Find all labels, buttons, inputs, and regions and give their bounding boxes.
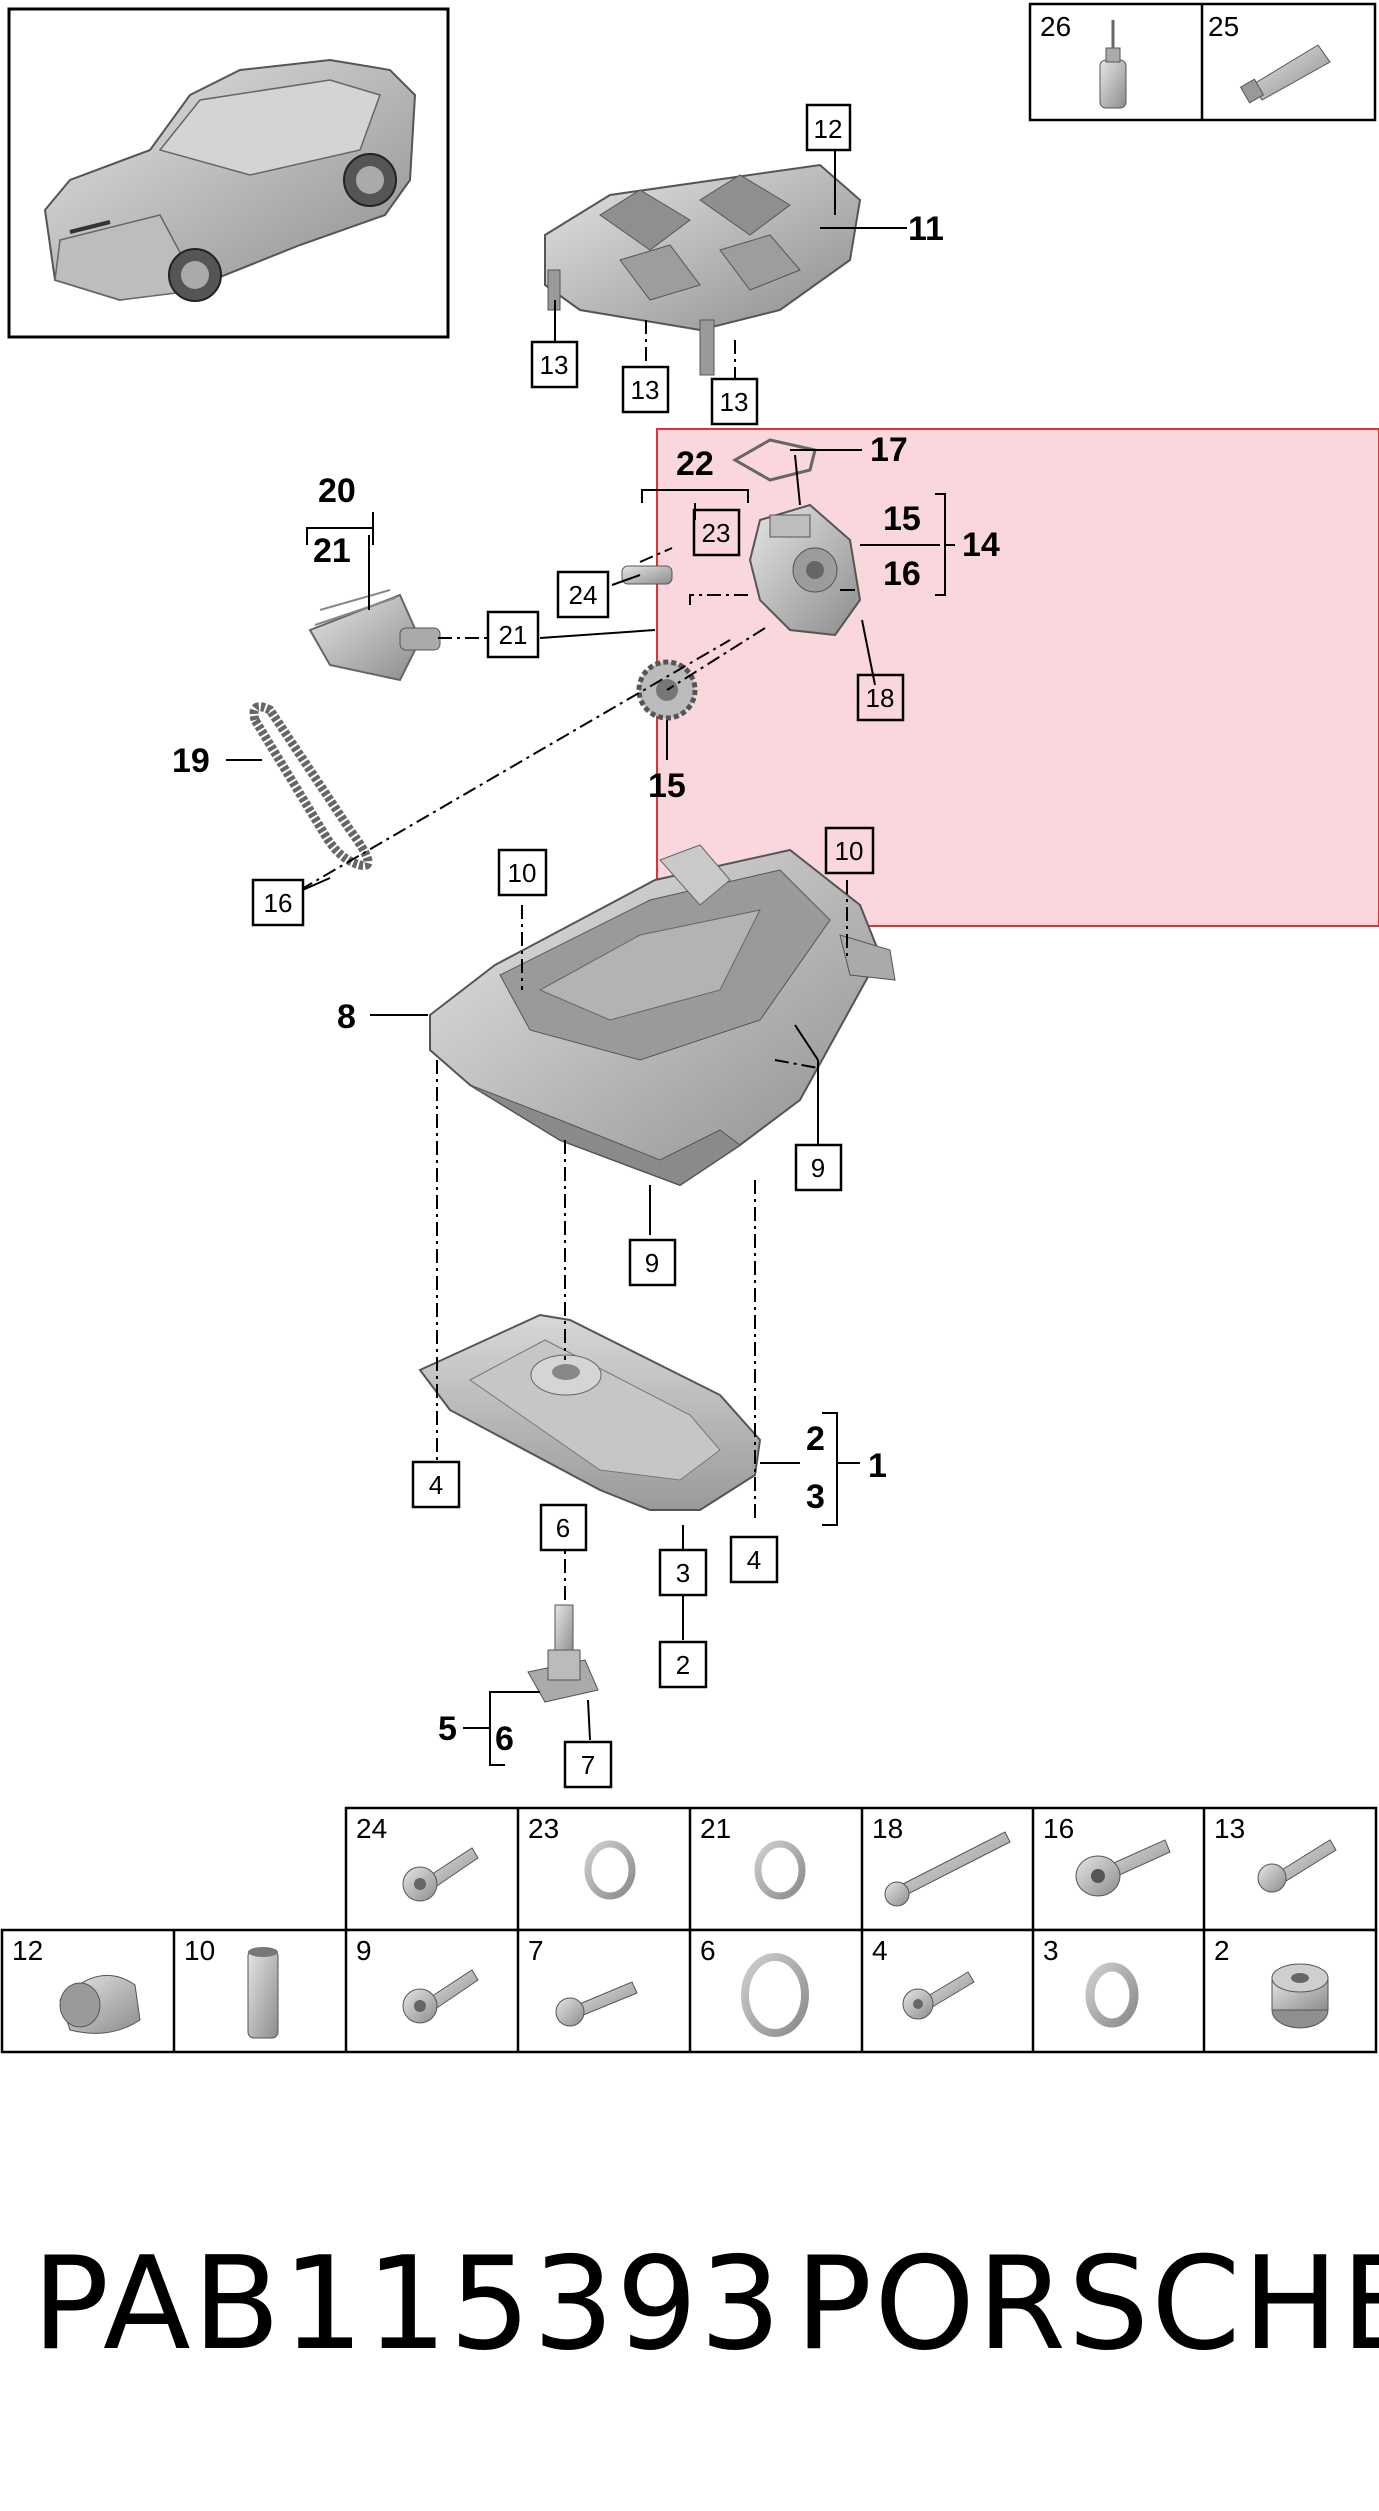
callout-21: 21 (313, 532, 351, 570)
leader-lines (226, 150, 955, 1766)
callout-14: 14 (962, 526, 1000, 564)
suv-image (43, 58, 417, 302)
oil-bottle-icon (1099, 20, 1127, 109)
large-seal-ring-icon (741, 1953, 809, 2037)
seal-ring-icon (754, 1840, 806, 1900)
callout-15-lower: 15 (648, 767, 686, 805)
part-19-chain (249, 702, 373, 871)
callout-8: 8 (337, 998, 356, 1036)
callout-11: 11 (908, 210, 944, 248)
drain-plug-icon (1271, 1963, 1329, 2029)
footer: PAB115393 PORSCHE (0, 2235, 1379, 2375)
hw-number-24: 24 (356, 1813, 387, 1844)
hw-number-18: 18 (872, 1813, 903, 1844)
part-17-gasket (731, 438, 817, 482)
callout-13-b: 13 (631, 375, 660, 405)
callout-9-right: 9 (811, 1153, 825, 1183)
long-bolt-icon (884, 1831, 1011, 1907)
callout-16-upper: 16 (883, 555, 921, 593)
hw-number-7: 7 (528, 1935, 544, 1966)
part-14-oil-pump (748, 503, 862, 637)
callout-3: 3 (806, 1478, 825, 1516)
hw-number-6: 6 (700, 1935, 716, 1966)
callout-13-c: 13 (720, 387, 749, 417)
part-8-oil-pan (429, 844, 896, 1187)
callout-6: 6 (495, 1720, 514, 1758)
hw-number-10: 10 (184, 1935, 215, 1966)
callout-16: 16 (264, 888, 293, 918)
dowel-sleeve-icon (247, 1947, 279, 2039)
callout-10-left: 10 (508, 858, 537, 888)
brand-name: PORSCHE (795, 2230, 1379, 2379)
bolt-icon (902, 1971, 975, 2020)
bolt-icon (1257, 1839, 1337, 1893)
hw-number-3: 3 (1043, 1935, 1059, 1966)
callout-22: 22 (676, 445, 714, 483)
callout-4-right: 4 (747, 1545, 761, 1575)
callout-15-upper: 15 (883, 500, 921, 538)
highlight-region (656, 428, 1379, 927)
callout-20: 20 (318, 472, 356, 510)
consumable-number-26: 26 (1040, 11, 1071, 42)
callout-12: 12 (814, 114, 843, 144)
callout-9-mid: 9 (645, 1248, 659, 1278)
hardware-grid: 24 23 21 18 16 13 12 (0, 1806, 1378, 2054)
part-24-valve (621, 565, 673, 585)
callout-23: 23 (702, 518, 731, 548)
boxed-callouts: 12 13 13 13 23 24 21 18 16 10 10 9 9 4 4… (251, 103, 905, 1789)
part-20-21-shield (308, 589, 441, 682)
hw-number-16: 16 (1043, 1813, 1074, 1844)
sealant-tube-icon (1239, 44, 1331, 104)
part-11-upper-housing (544, 163, 862, 376)
shoulder-bolt-icon (1075, 1839, 1171, 1897)
callout-2: 2 (806, 1420, 825, 1458)
seal-ring-icon (584, 1840, 636, 1900)
callout-13-a: 13 (540, 350, 569, 380)
callout-1: 1 (868, 1447, 887, 1485)
hw-number-2: 2 (1214, 1935, 1230, 1966)
bolt-icon (402, 1847, 479, 1902)
callout-17: 17 (870, 431, 908, 469)
part-5-6-sensor (527, 1604, 599, 1703)
vehicle-thumbnail (7, 7, 450, 339)
hw-number-23: 23 (528, 1813, 559, 1844)
consumables-box: 26 25 (1028, 2, 1377, 122)
hw-number-12: 12 (12, 1935, 43, 1966)
hw-number-9: 9 (356, 1935, 372, 1966)
callout-18: 18 (866, 683, 895, 713)
callout-3-box: 3 (676, 1558, 690, 1588)
hw-number-13: 13 (1214, 1813, 1245, 1844)
callout-5: 5 (438, 1710, 457, 1748)
sleeve-icon (59, 1974, 141, 2034)
callout-21-box: 21 (499, 620, 528, 650)
bolt-icon (402, 1969, 479, 2024)
bolt-icon (555, 1981, 638, 2027)
hw-number-4: 4 (872, 1935, 888, 1966)
part-1-bottom-pan (418, 1313, 762, 1511)
callout-24: 24 (569, 580, 598, 610)
callout-7-box: 7 (581, 1750, 595, 1780)
part-code: PAB115393 (32, 2230, 783, 2379)
callout-4-left: 4 (429, 1470, 443, 1500)
plain-callouts: 11 17 22 15 16 14 15 20 21 19 8 2 3 1 5 … (172, 210, 1000, 1758)
hw-number-21: 21 (700, 1813, 731, 1844)
callout-19: 19 (172, 742, 210, 780)
consumable-number-25: 25 (1208, 11, 1239, 42)
callout-2-box: 2 (676, 1650, 690, 1680)
callout-6-box: 6 (556, 1513, 570, 1543)
callout-10-right: 10 (835, 836, 864, 866)
seal-ring-icon (1085, 1962, 1139, 2028)
